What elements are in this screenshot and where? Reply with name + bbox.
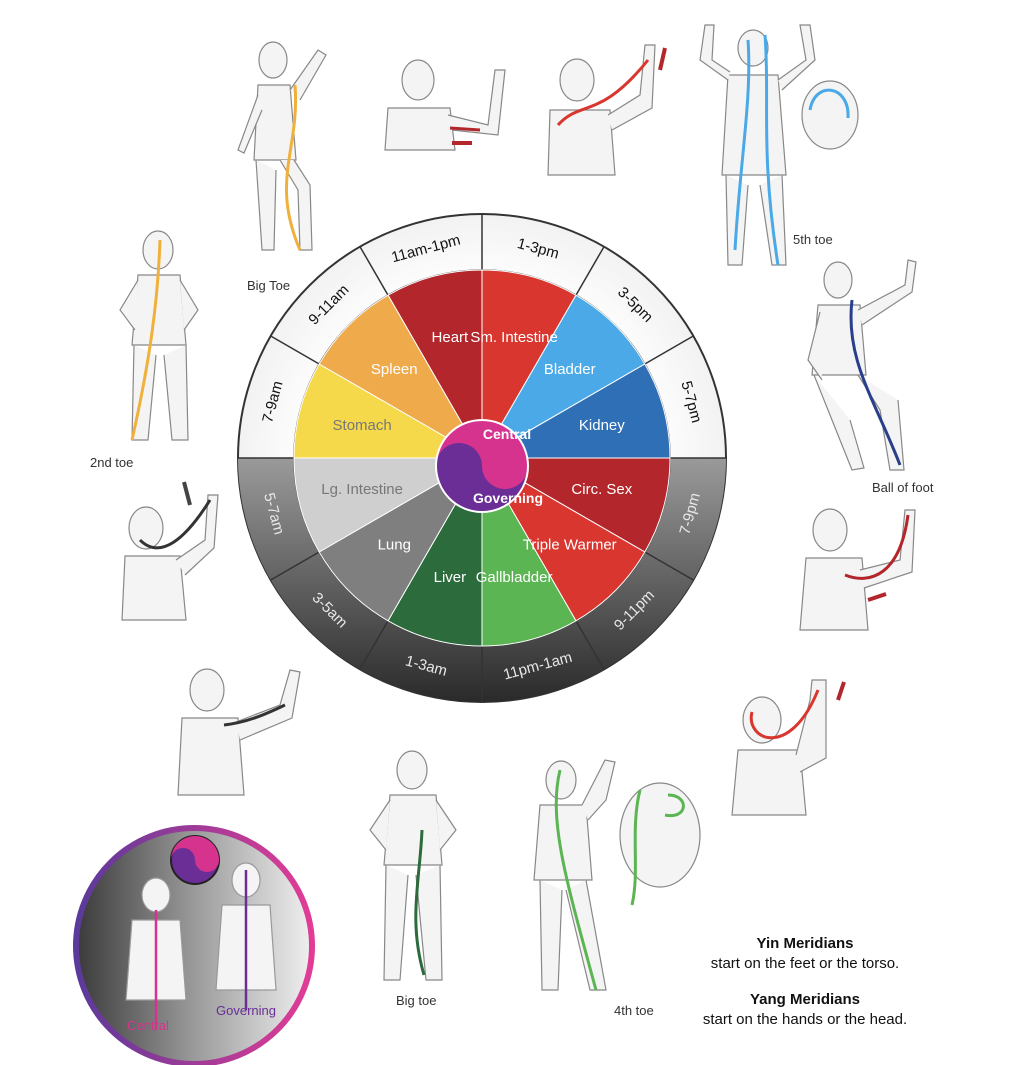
label-ball-of-foot: Ball of foot	[872, 480, 934, 495]
sector-kidney	[480, 363, 671, 459]
center-label-governing: Governing	[473, 490, 543, 506]
organ-label: Triple Warmer	[523, 537, 617, 554]
ring-divider	[359, 620, 389, 670]
sector-heart	[387, 269, 483, 460]
large-intestine-figure	[121, 481, 219, 621]
legend-yang-text: start on the hands or the head.	[702, 1011, 908, 1028]
meridian-legend: Yin Meridians start on the feet or the t…	[680, 934, 930, 1030]
label-big-toe-top: Big Toe	[247, 278, 291, 293]
sector-circ-sex	[480, 457, 671, 553]
organ-label: Lg. Intestine	[321, 481, 403, 498]
ring-divider	[270, 551, 320, 581]
organ-label: Gallbladder	[476, 569, 553, 586]
inset-label-central: Central	[127, 1018, 169, 1033]
small-intestine-figure	[547, 44, 667, 176]
organ-label: Heart	[432, 329, 470, 346]
ring-divider	[270, 335, 320, 365]
legend-yang-title: Yang Meridians	[749, 991, 861, 1008]
bladder-figure	[699, 24, 859, 266]
inset-yin-yang	[170, 835, 220, 885]
sector-sm-intestine	[481, 269, 577, 460]
liver-figure	[369, 750, 457, 981]
stomach-figure	[119, 230, 199, 441]
ring-divider	[575, 620, 605, 670]
organ-label: Circ. Sex	[571, 481, 632, 498]
inset-label-governing: Governing	[216, 1003, 276, 1018]
triple-warmer-figure	[731, 679, 846, 816]
organ-label: Liver	[434, 569, 467, 586]
label-fourth-toe: 4th toe	[614, 1003, 654, 1018]
organ-label: Bladder	[544, 361, 596, 378]
organ-label: Spleen	[371, 361, 418, 378]
central-governing-inset: Central Governing	[73, 825, 315, 1065]
sector-triple-warmer	[480, 456, 646, 622]
ring-divider	[359, 246, 389, 296]
inset-central-figure	[141, 877, 171, 913]
organ-label: Sm. Intestine	[470, 329, 558, 346]
kidney-figure	[807, 259, 917, 471]
label-fifth-toe: 5th toe	[793, 232, 833, 247]
ring-divider	[575, 246, 605, 296]
sector-spleen	[318, 294, 484, 460]
sector-lung	[318, 456, 484, 622]
organ-label: Kidney	[579, 417, 625, 434]
ring-divider	[644, 551, 694, 581]
lung-figure	[177, 668, 301, 796]
organ-label: Lung	[378, 537, 411, 554]
yin-yang-center: Central Governing	[435, 419, 543, 513]
gallbladder-figure	[533, 759, 701, 991]
legend-yin-text: start on the feet or the torso.	[710, 955, 900, 972]
label-second-toe: 2nd toe	[90, 455, 134, 470]
sector-lg-intestine	[293, 457, 484, 553]
spleen-figure	[237, 41, 327, 251]
organ-label: Stomach	[333, 417, 392, 434]
circulation-sex-figure	[799, 508, 916, 631]
wheel-lower-ring-shade	[238, 458, 726, 702]
heart-figure	[384, 59, 506, 151]
label-big-toe-bottom: Big toe	[396, 993, 437, 1008]
sector-bladder	[480, 294, 646, 460]
center-label-central: Central	[483, 426, 531, 442]
ring-divider	[644, 335, 694, 365]
legend-yin-title: Yin Meridians	[756, 935, 854, 952]
sector-stomach	[293, 363, 484, 459]
